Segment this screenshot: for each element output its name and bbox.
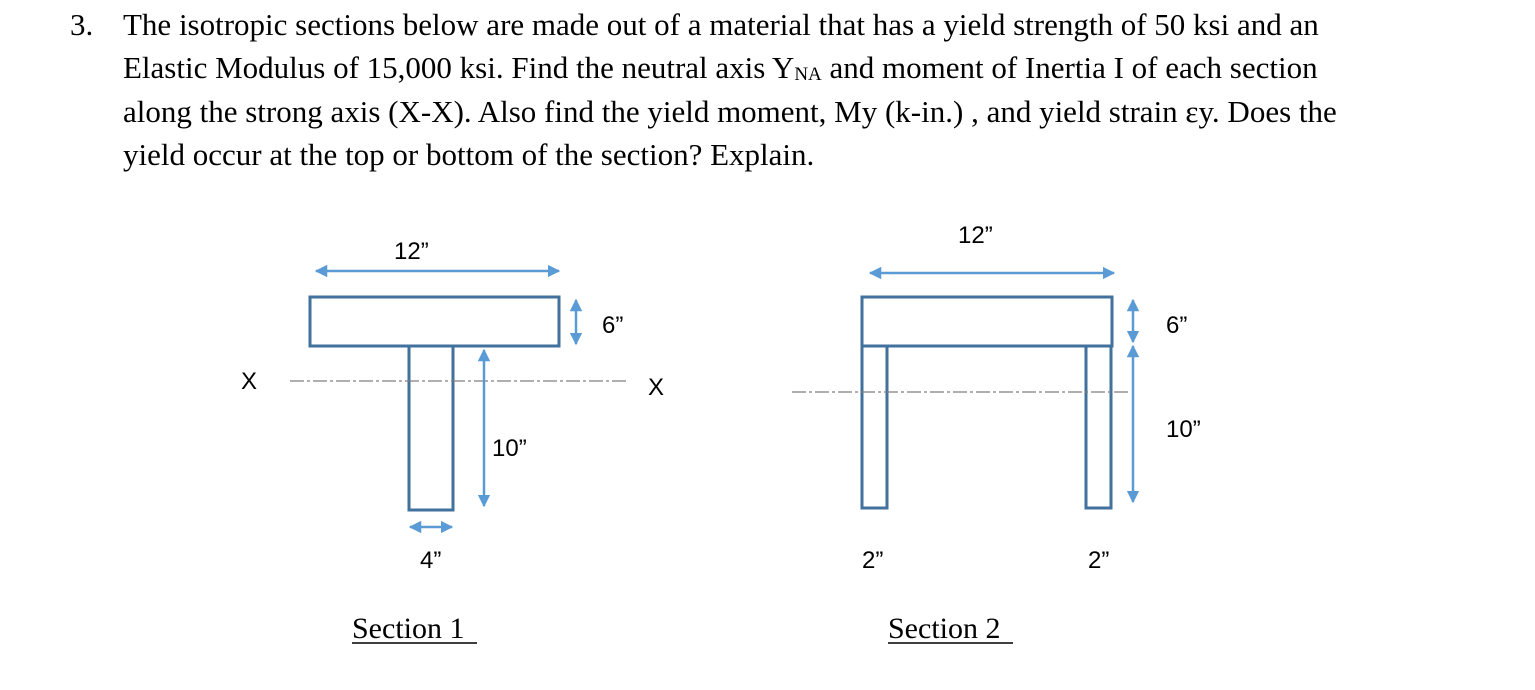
problem-number: 3. xyxy=(70,7,94,42)
section-1-web-width-label: 4” xyxy=(420,547,441,574)
section-2-flange-width-label: 12” xyxy=(958,222,993,249)
section-1-axis-label-left: X xyxy=(241,368,257,395)
section-2-left-leg-width-label: 2” xyxy=(862,547,883,574)
section-2-flange-depth-label: 6” xyxy=(1166,312,1187,339)
section-2-flange xyxy=(860,295,1114,348)
neutral-axis-subscript: NA xyxy=(794,64,822,85)
problem-line-3: along the strong axis (X-X). Also find t… xyxy=(123,94,1337,129)
problem-line-2-start: Elastic Modulus of 15,000 ksi. Find the … xyxy=(123,50,795,85)
section-2-caption: Section 2 xyxy=(888,612,1001,645)
section-1-web xyxy=(407,344,455,512)
problem-line-1: The isotropic sections below are made ou… xyxy=(123,7,1319,42)
section-1-flange-width-label: 12” xyxy=(394,238,429,265)
section-2-leg-depth-label: 10” xyxy=(1166,416,1201,443)
problem-line-2: Elastic Modulus of 15,000 ksi. Find the … xyxy=(123,50,1318,86)
section-1-flange-depth-label: 6” xyxy=(602,312,623,339)
problem-line-2-end: and moment of Inertia I of each section xyxy=(821,50,1318,85)
problem-line-4: yield occur at the top or bottom of the … xyxy=(123,137,815,172)
section-1-web-depth-label: 10” xyxy=(492,435,527,462)
section-1-axis-label-right: X xyxy=(648,374,664,401)
section-2-right-leg xyxy=(1084,344,1113,510)
section-2-diagram: 12” 6” 10” 2” 2” Section 2 xyxy=(792,222,1201,645)
section-2-left-leg xyxy=(860,344,889,510)
section-2-right-leg-width-label: 2” xyxy=(1088,547,1109,574)
section-1-flange xyxy=(308,295,561,348)
section-1-caption: Section 1 xyxy=(352,612,465,645)
section-1-diagram: 12” 6” 10” 4” X X Section 1 xyxy=(241,238,664,645)
